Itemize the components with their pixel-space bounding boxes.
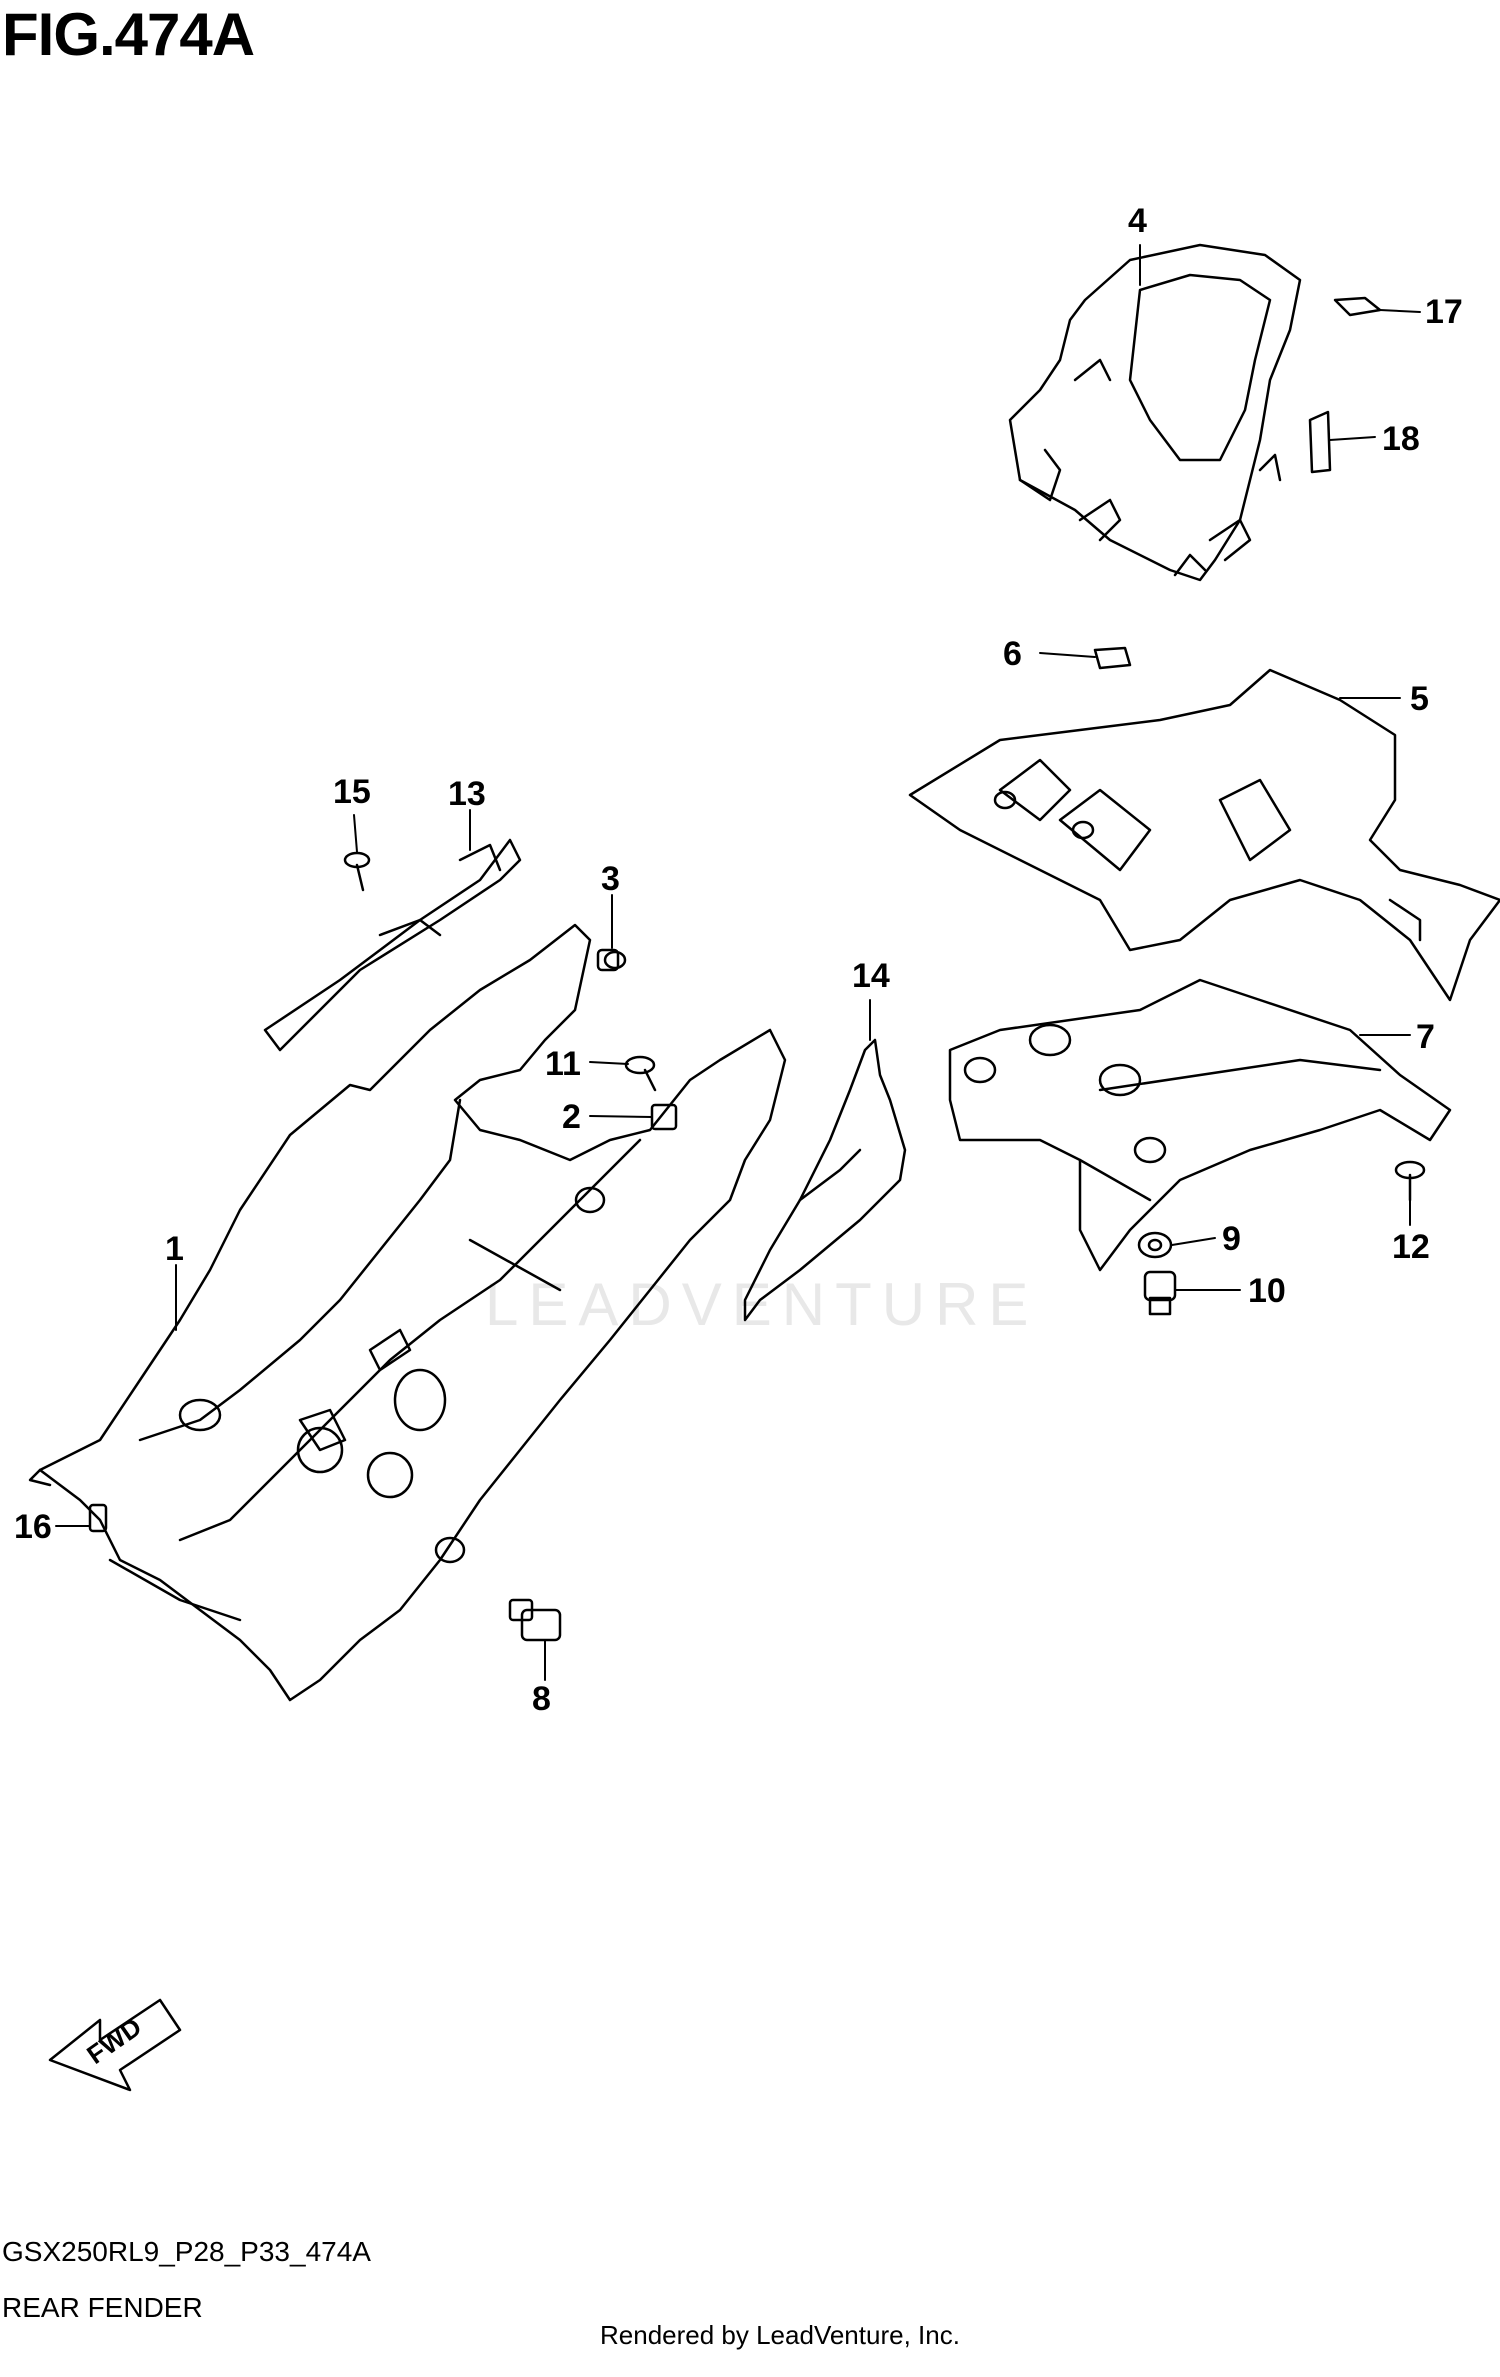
part-9-washer[interactable] <box>1139 1233 1171 1257</box>
rendered-by-credit: Rendered by LeadVenture, Inc. <box>600 2320 960 2350</box>
callout-18: 18 <box>1382 420 1420 458</box>
part-10-bolt[interactable] <box>1145 1272 1175 1314</box>
part-5-rear-fender-upper[interactable] <box>910 670 1500 1000</box>
callout-7: 7 <box>1416 1018 1435 1056</box>
leader-2 <box>590 1116 652 1117</box>
figure-title: FIG.474A <box>2 1 255 68</box>
callout-2: 2 <box>562 1098 581 1136</box>
part-15-screw[interactable] <box>345 853 369 890</box>
callout-3: 3 <box>601 860 620 898</box>
callout-12: 12 <box>1392 1228 1430 1266</box>
part-4-tail-cowl[interactable] <box>1010 245 1300 580</box>
callout-4: 4 <box>1128 202 1147 240</box>
callout-9: 9 <box>1222 1220 1241 1258</box>
leader-18 <box>1330 437 1375 440</box>
part-2-clip[interactable] <box>652 1105 676 1129</box>
callout-17: 17 <box>1425 293 1463 331</box>
callout-8: 8 <box>532 1680 551 1718</box>
leader-15 <box>354 815 357 852</box>
part-16-clip[interactable] <box>90 1505 106 1531</box>
part-13-bracket[interactable] <box>265 840 520 1050</box>
callout-15: 15 <box>333 773 371 811</box>
leader-17 <box>1380 310 1420 312</box>
leader-9 <box>1172 1238 1215 1245</box>
callout-5: 5 <box>1410 680 1429 718</box>
part-1-rear-fender[interactable] <box>30 925 785 1700</box>
part-18-label-sticker[interactable] <box>1310 412 1330 472</box>
callout-1: 1 <box>165 1230 184 1268</box>
section-name: REAR FENDER <box>2 2292 203 2323</box>
leader-6 <box>1040 653 1095 657</box>
model-code: GSX250RL9_P28_P33_474A <box>2 2236 371 2267</box>
part-14-side-cover[interactable] <box>745 1040 905 1320</box>
callout-16: 16 <box>14 1508 52 1546</box>
part-6-label[interactable] <box>1095 648 1130 668</box>
callout-6: 6 <box>1003 635 1022 673</box>
part-3-nut[interactable] <box>598 950 625 970</box>
part-7-rear-fender-lower[interactable] <box>950 980 1450 1270</box>
callout-10: 10 <box>1248 1272 1286 1310</box>
callout-14: 14 <box>852 957 890 995</box>
callout-11: 11 <box>545 1045 581 1083</box>
part-17-label-sticker[interactable] <box>1335 298 1380 315</box>
part-8-bolt[interactable] <box>510 1600 560 1640</box>
leader-11 <box>590 1062 628 1064</box>
fwd-arrow-icon <box>50 2000 180 2090</box>
part-12-screw[interactable] <box>1396 1162 1424 1200</box>
callout-13: 13 <box>448 775 486 813</box>
part-11-screw[interactable] <box>626 1057 655 1090</box>
